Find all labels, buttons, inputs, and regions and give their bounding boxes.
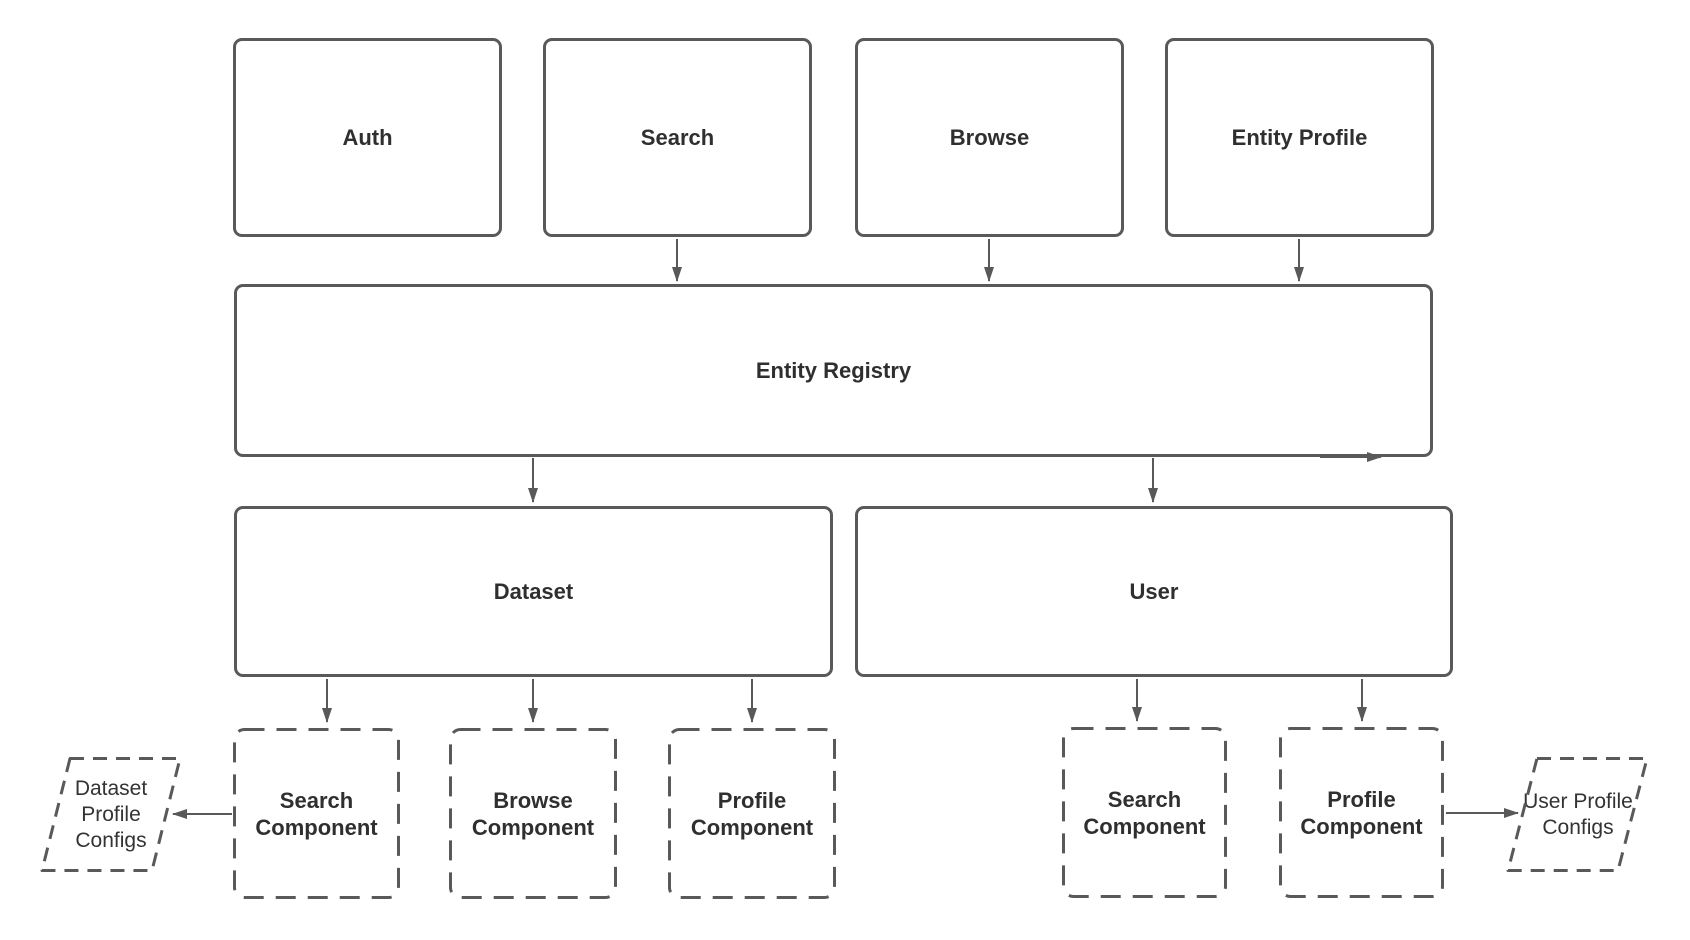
node-user-profile-configs-label: User Profile Configs [1523,789,1633,839]
node-entity-profile: Entity Profile [1165,38,1434,237]
node-entity-registry-label: Entity Registry [755,358,912,383]
node-dataset-label: Dataset [493,579,574,604]
node-entity-registry: Entity Registry [234,284,1433,457]
node-user-label: User [1129,579,1179,604]
node-dataset-browse-component-label: Browse Component [471,787,595,840]
node-search-label: Search [640,125,715,150]
node-auth: Auth [233,38,502,237]
node-entity-profile-label: Entity Profile [1231,125,1368,150]
node-dataset-profile-component: Profile Component [668,728,836,899]
node-dataset-profile-configs: Dataset Profile Configs [56,757,166,872]
node-browse: Browse [855,38,1124,237]
node-search: Search [543,38,812,237]
node-dataset-profile-configs-label: Dataset Profile Configs [74,776,148,852]
node-user-profile-component: Profile Component [1279,727,1444,898]
node-dataset-browse-component: Browse Component [449,728,617,899]
node-user-search-component: Search Component [1062,727,1227,898]
node-dataset-search-component-label: Search Component [255,787,378,840]
node-dataset-search-component: Search Component [233,728,400,899]
node-user-profile-configs: User Profile Configs [1523,757,1633,872]
node-user-search-component-label: Search Component [1083,786,1206,839]
node-browse-label: Browse [949,125,1030,150]
node-dataset: Dataset [234,506,833,677]
node-user-profile-component-label: Profile Component [1300,786,1423,839]
node-dataset-profile-component-label: Profile Component [690,787,814,840]
node-user: User [855,506,1453,677]
node-auth-label: Auth [342,125,393,150]
